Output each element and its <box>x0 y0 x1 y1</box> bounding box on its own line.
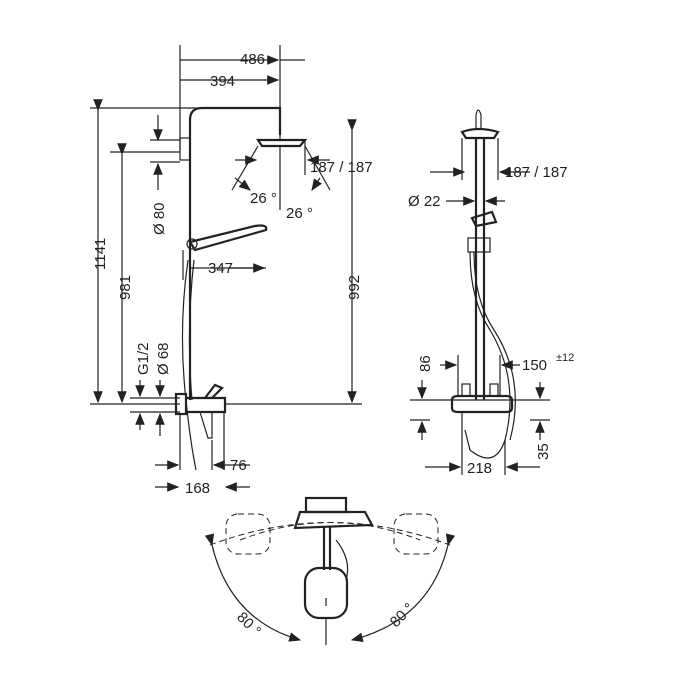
dim-diameter-22: Ø 22 <box>408 193 441 210</box>
angle-80-right: 80 ° <box>387 600 418 631</box>
dim-150: 150 <box>522 357 547 374</box>
angle-26-right: 26 ° <box>286 205 313 222</box>
dim-187-187-front: 187 / 187 <box>505 164 568 181</box>
dim-187-187-side: 187 / 187 <box>310 159 373 176</box>
dim-86: 86 <box>417 355 434 372</box>
dim-150-tolerance: ±12 <box>556 352 574 364</box>
dim-168: 168 <box>185 480 210 497</box>
dim-347: 347 <box>208 260 233 277</box>
angle-80-left: 80 ° <box>233 609 264 640</box>
dim-g1-2: G1/2 <box>135 342 152 375</box>
dim-76: 76 <box>230 457 247 474</box>
top-view: 80 ° 80 ° <box>204 496 456 645</box>
dim-diameter-68: Ø 68 <box>155 342 172 375</box>
dim-35: 35 <box>535 443 552 460</box>
dim-992: 992 <box>346 275 363 300</box>
side-view: 486 394 1141 981 Ø 80 26 ° 26 ° 187 / 18… <box>90 45 373 497</box>
dim-394: 394 <box>210 73 235 90</box>
dim-486: 486 <box>240 51 265 68</box>
front-view: 187 / 187 Ø 22 86 150 ±12 35 218 <box>408 109 574 477</box>
dim-218: 218 <box>467 460 492 477</box>
dim-981: 981 <box>117 275 134 300</box>
angle-26-left: 26 ° <box>250 190 277 207</box>
dim-diameter-80: Ø 80 <box>151 202 168 235</box>
dim-1141: 1141 <box>92 238 109 270</box>
